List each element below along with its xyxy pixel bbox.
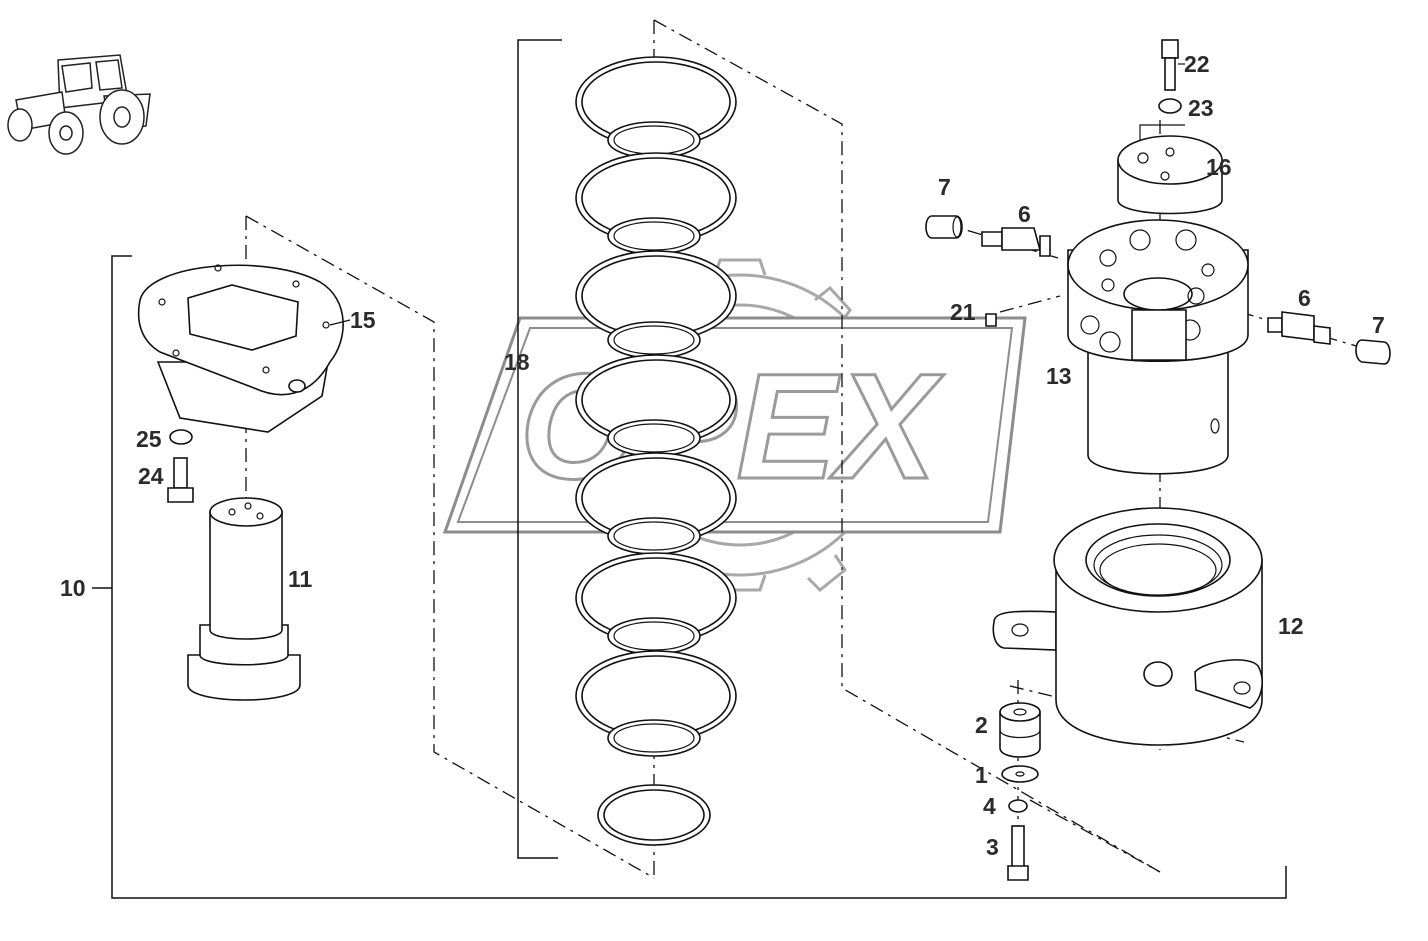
callout-13: 13	[1046, 363, 1072, 389]
callout-25: 25	[136, 426, 162, 452]
part-18-ring-set	[575, 56, 737, 846]
callout-1: 1	[975, 762, 988, 788]
part-11-spindle	[187, 497, 301, 701]
callout-22: 22	[1184, 51, 1210, 77]
callout-4: 4	[983, 793, 996, 819]
group-bracket-10	[111, 255, 1287, 899]
part-7-plug-left	[925, 215, 963, 239]
callout-2: 2	[975, 712, 988, 738]
callout-12: 12	[1278, 613, 1304, 639]
part-22-screw	[1161, 39, 1179, 91]
part-23-washer	[1158, 98, 1182, 114]
part-21-plug	[985, 313, 997, 327]
part-6-fitting-right	[1267, 311, 1331, 345]
tractor-icon	[7, 54, 151, 155]
part-12-housing	[992, 507, 1263, 746]
part-3-bolt	[1007, 825, 1029, 881]
part-1-washer	[1001, 765, 1039, 783]
callout-7-left: 7	[938, 174, 951, 200]
group-bracket-18	[517, 39, 562, 859]
callout-3: 3	[986, 834, 999, 860]
callout-labels: 22 23 16 7 6 6 7 21 13 12 2 1 4 3 15 25 …	[60, 51, 1385, 860]
callout-23: 23	[1188, 95, 1214, 121]
part-15-flange	[137, 264, 344, 433]
part-6-fitting-left	[981, 227, 1051, 257]
label-leaders	[329, 63, 1185, 326]
part-2-bushing	[999, 702, 1041, 758]
callout-16: 16	[1206, 154, 1232, 180]
part-25-washer	[169, 429, 193, 445]
part-7-plug-right	[1355, 339, 1391, 365]
callout-18: 18	[504, 349, 530, 375]
part-4-washer	[1008, 799, 1028, 813]
callout-21: 21	[950, 299, 976, 325]
callout-10: 10	[60, 575, 86, 601]
part-24-bolt	[167, 457, 194, 503]
callout-24: 24	[138, 463, 164, 489]
part-13-swivel-body	[1067, 219, 1249, 475]
callout-7-right: 7	[1372, 312, 1385, 338]
callout-6-right: 6	[1298, 285, 1311, 311]
callout-11: 11	[288, 566, 313, 592]
callout-15: 15	[350, 307, 376, 333]
callout-6-left: 6	[1018, 201, 1031, 227]
part-16-cap	[1117, 124, 1223, 215]
